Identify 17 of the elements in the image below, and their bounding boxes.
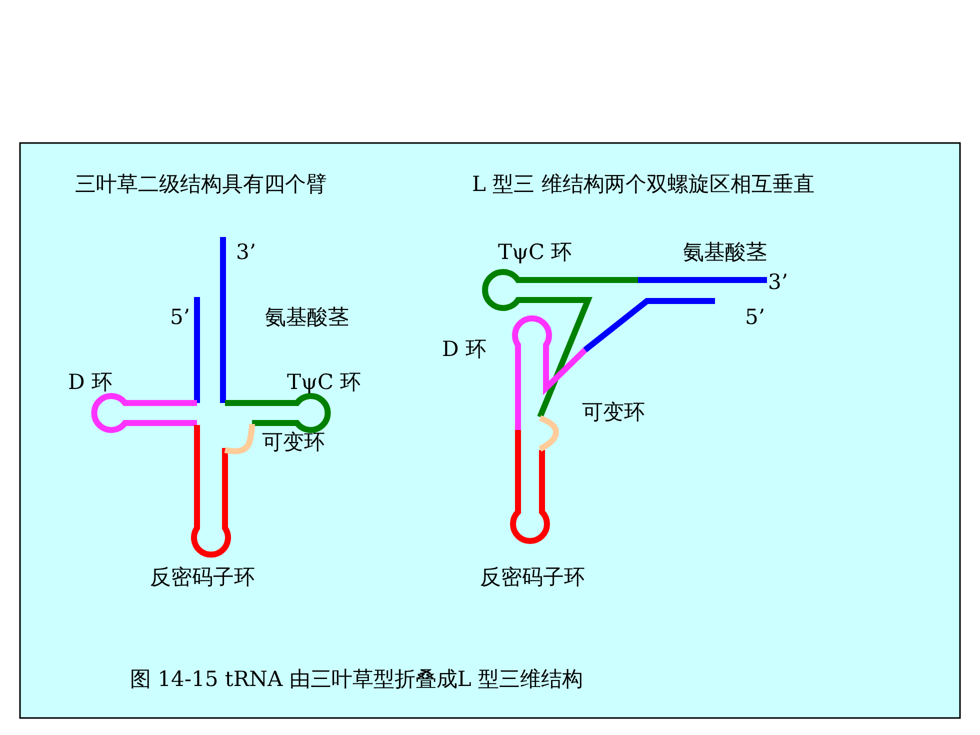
region-label: 反密码子环	[150, 566, 255, 590]
region-label: 反密码子环	[480, 566, 585, 590]
region-label: TψC 环	[498, 241, 572, 264]
region-label: 可变环	[582, 401, 645, 424]
region-label: TψC 环	[287, 371, 362, 394]
figure-caption: 图 14-15 tRNA 由三叶草型折叠成L 型三维结构	[130, 668, 583, 692]
region-label: 可变环	[262, 431, 325, 454]
region-label: 氨基酸茎	[265, 306, 349, 330]
region-label: D 环	[442, 338, 487, 362]
region-label: D 环	[68, 371, 113, 394]
panel-heading: 三叶草二级结构具有四个臂	[75, 173, 327, 196]
strand-end-label: 3’	[768, 271, 788, 294]
panel-heading: L 型三 维结构两个双螺旋区相互垂直	[472, 173, 814, 196]
strand-end-label: 5’	[170, 306, 190, 330]
strand-end-label: 3’	[236, 241, 256, 264]
region-label: 氨基酸茎	[683, 241, 767, 264]
strand-end-label: 5’	[745, 306, 766, 330]
